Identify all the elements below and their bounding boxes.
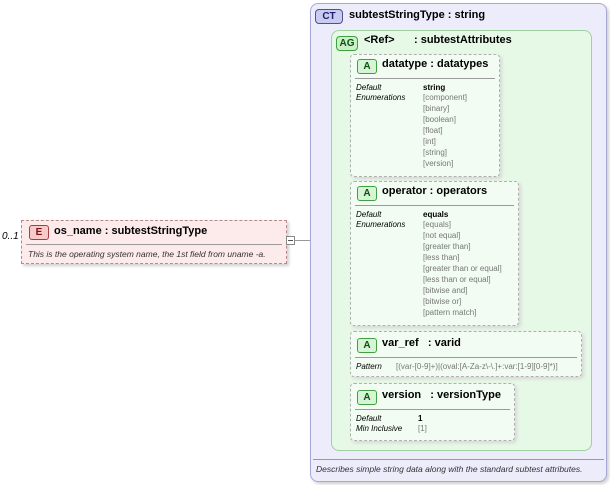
attribute-group-name: : subtestAttributes bbox=[414, 34, 512, 46]
complex-type-description: Describes simple string data along with … bbox=[316, 464, 583, 474]
default-value: 1 bbox=[418, 414, 423, 423]
divider bbox=[313, 459, 604, 460]
attribute-badge: A bbox=[357, 390, 377, 405]
attribute-badge: A bbox=[357, 338, 377, 353]
element-name: os_name : subtestStringType bbox=[54, 225, 208, 237]
attribute-version[interactable]: A version : versionType Default 1 Min In… bbox=[350, 383, 515, 441]
enum-item: [string] bbox=[423, 148, 448, 157]
enum-item: [equals] bbox=[423, 220, 452, 229]
default-value: equals bbox=[423, 210, 449, 219]
attribute-name: version : versionType bbox=[382, 389, 502, 401]
enum-item: [not equal] bbox=[423, 231, 461, 240]
enum-item: [pattern match] bbox=[423, 308, 477, 317]
attribute-name: operator : operators bbox=[382, 185, 488, 197]
enum-item: [float] bbox=[423, 126, 443, 135]
attribute-group-badge: AG bbox=[336, 36, 358, 51]
enum-item: [component] bbox=[423, 93, 468, 102]
divider bbox=[355, 357, 577, 358]
default-label: Default bbox=[356, 83, 382, 92]
divider bbox=[355, 205, 514, 206]
pattern-value: [(var-[0-9]+)|(oval:[A-Za-z\-\.]+:var:[1… bbox=[396, 362, 558, 371]
enum-item: [bitwise and] bbox=[423, 286, 468, 295]
enum-item: [binary] bbox=[423, 104, 450, 113]
connector-line bbox=[286, 240, 312, 241]
enum-item: [int] bbox=[423, 137, 436, 146]
divider bbox=[355, 409, 510, 410]
enum-item: [greater than] bbox=[423, 242, 471, 251]
attribute-group-ref: <Ref> bbox=[364, 34, 395, 46]
element-description: This is the operating system name, the 1… bbox=[28, 249, 266, 259]
element-box[interactable]: E os_name : subtestStringType This is th… bbox=[21, 220, 287, 264]
complex-type-name: subtestStringType : string bbox=[349, 9, 486, 21]
default-value: string bbox=[423, 83, 446, 92]
divider bbox=[355, 78, 495, 79]
default-label: Default bbox=[356, 210, 382, 219]
attribute-var-ref[interactable]: A var_ref : varid Pattern [(var-[0-9]+)|… bbox=[350, 331, 582, 377]
occurrence-label: 0..1 bbox=[2, 231, 19, 242]
enum-item: [version] bbox=[423, 159, 454, 168]
enum-item: [less than] bbox=[423, 253, 460, 262]
attribute-badge: A bbox=[357, 186, 377, 201]
enum-item: [bitwise or] bbox=[423, 297, 462, 306]
attribute-datatype[interactable]: A datatype : datatypes Default string En… bbox=[350, 54, 500, 177]
complex-type-badge: CT bbox=[315, 9, 343, 24]
attribute-operator[interactable]: A operator : operators Default equals En… bbox=[350, 181, 519, 326]
expand-toggle[interactable] bbox=[286, 236, 295, 245]
enumerations-label: Enumerations bbox=[356, 220, 406, 229]
attribute-name: var_ref : varid bbox=[382, 337, 461, 349]
min-inclusive-label: Min Inclusive bbox=[356, 424, 403, 433]
enum-item: [greater than or equal] bbox=[423, 264, 502, 273]
enumerations-label: Enumerations bbox=[356, 93, 406, 102]
attribute-name: datatype : datatypes bbox=[382, 58, 489, 70]
default-label: Default bbox=[356, 414, 382, 423]
element-badge: E bbox=[29, 225, 49, 240]
enum-item: [less than or equal] bbox=[423, 275, 491, 284]
pattern-label: Pattern bbox=[356, 362, 382, 371]
min-inclusive-value: [1] bbox=[418, 424, 427, 433]
enum-item: [boolean] bbox=[423, 115, 456, 124]
attribute-badge: A bbox=[357, 59, 377, 74]
divider bbox=[26, 244, 282, 245]
